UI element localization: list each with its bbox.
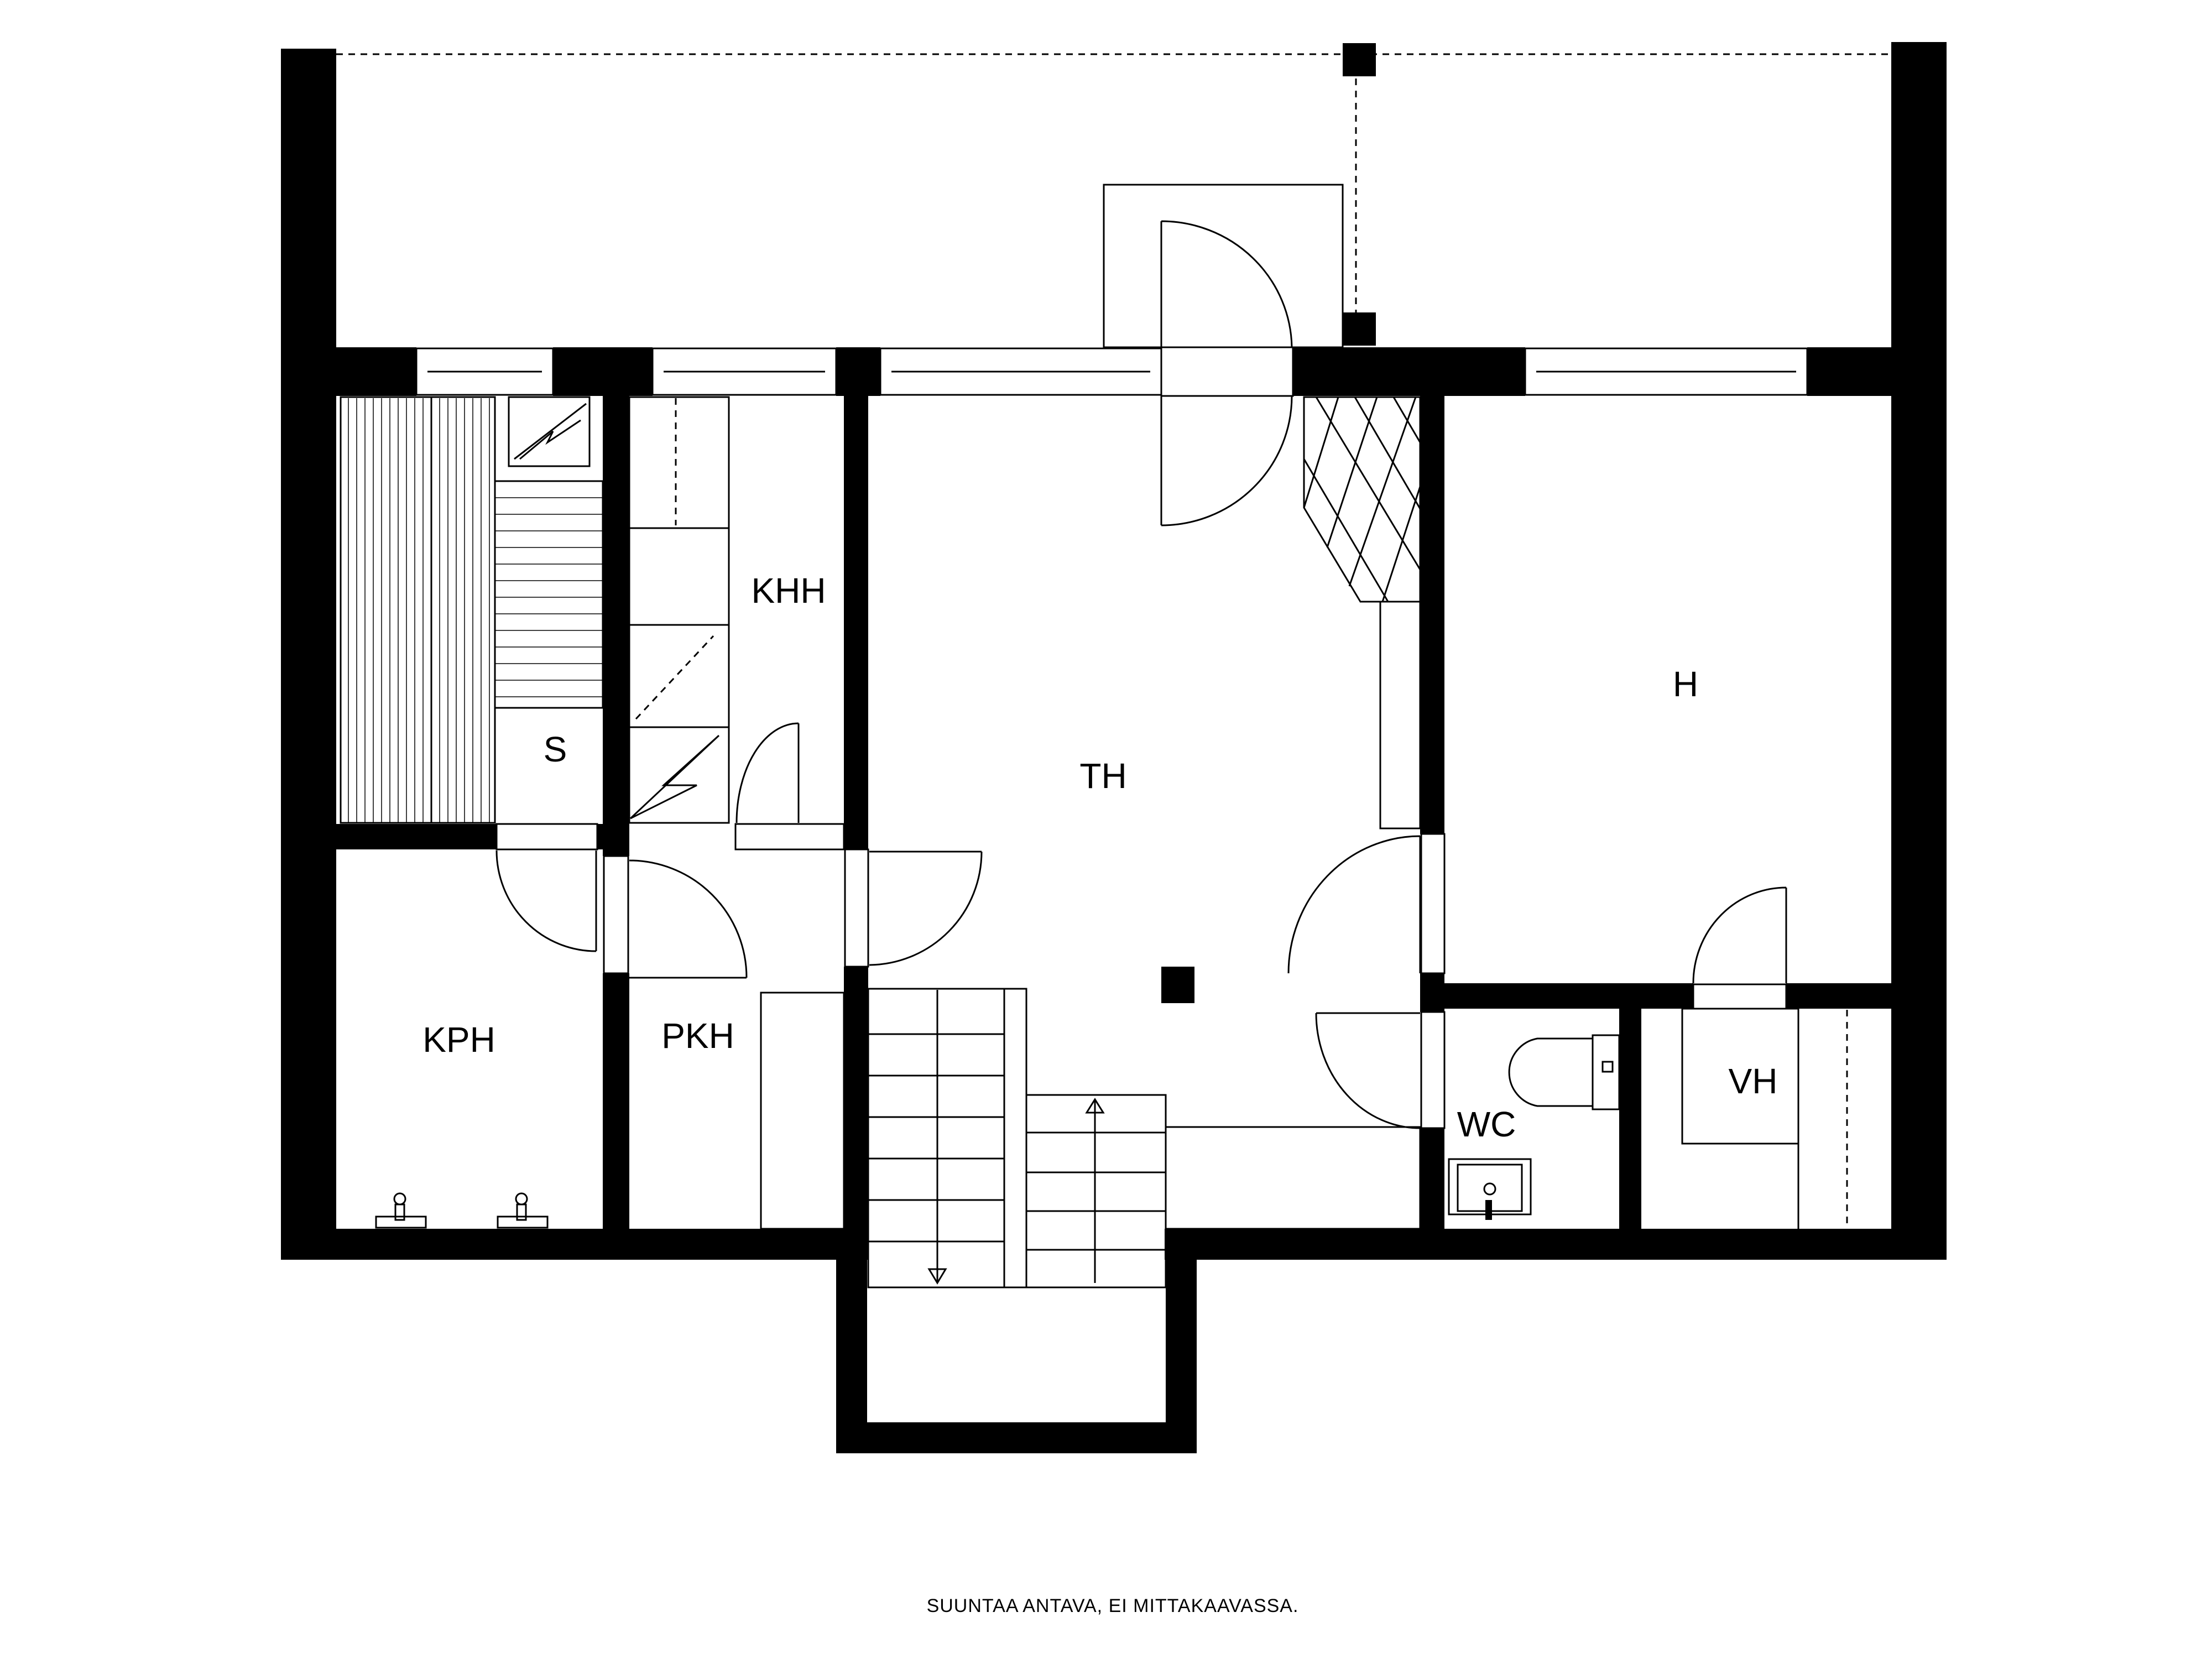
terrace-outline (336, 43, 1891, 346)
room-label-h: H (1673, 664, 1698, 704)
terrace-post (1343, 312, 1376, 346)
room-label-wc: WC (1457, 1104, 1516, 1144)
arrow-down-icon (927, 1268, 947, 1285)
disclaimer-caption: SUUNTAA ANTAVA, EI MITTAKAAVASSA. (927, 1595, 1299, 1616)
fireplace (1303, 396, 1421, 830)
arrow-up-icon (1085, 1098, 1105, 1114)
walls (281, 42, 1947, 1453)
terrace-post (1343, 43, 1376, 76)
interior-doors (495, 722, 1787, 1129)
toilet (1508, 1037, 1594, 1107)
wc-fixtures (1448, 1034, 1620, 1220)
stairs (867, 988, 1421, 1288)
room-label-khh: KHH (751, 571, 826, 611)
windows (415, 347, 1808, 396)
balcony-door (1103, 184, 1344, 526)
sauna-stove (508, 396, 591, 467)
stair-rail (1003, 988, 1027, 1288)
shower-fixtures (375, 1192, 549, 1229)
closet-shelves (1681, 1008, 1848, 1229)
room-label-vh: VH (1729, 1061, 1778, 1101)
sauna-benches (340, 396, 604, 824)
room-label-kph: KPH (422, 1020, 495, 1060)
wardrobe (760, 992, 845, 1230)
room-label-s: S (544, 729, 567, 769)
utility-fixtures (628, 396, 730, 824)
column (1161, 967, 1194, 1003)
room-label-pkh: PKH (661, 1016, 734, 1056)
room-label-th: TH (1079, 756, 1126, 796)
